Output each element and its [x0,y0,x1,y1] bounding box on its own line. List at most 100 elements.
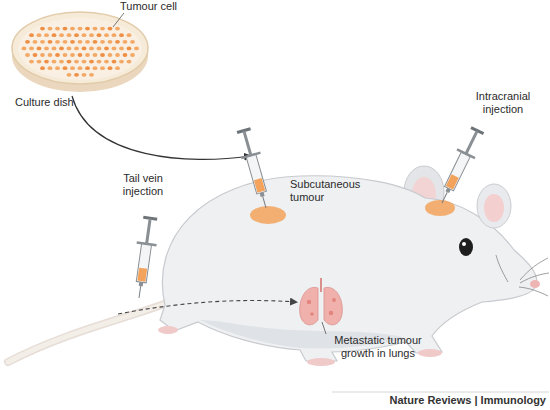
tumour-cell [112,47,117,51]
tumour-cell [25,53,30,57]
tumour-cell [104,47,109,51]
ear-inner [484,194,504,222]
tumour-cell [59,47,64,51]
tumour-cell [85,40,90,44]
tumour-cell [78,53,83,57]
subcutaneous-tumour [250,206,286,224]
tumour-cell [108,27,113,31]
callout-label: Metastatic tumour growth in lungs [318,334,438,360]
tumour-cell [70,66,75,70]
tumour-cell [40,66,45,70]
mouse-tail [8,300,175,362]
tumour-cell [44,33,49,37]
tumour-cell [52,33,57,37]
tumour-cell [85,53,90,57]
tumour-cell [59,60,64,64]
tumour-cell [67,60,72,64]
tumour-cell [115,27,120,31]
dish-rim [12,12,148,84]
tumour-cell [67,47,72,51]
tumour-cell [97,47,102,51]
tumour-cell [93,27,98,31]
tumour-cell [130,53,135,57]
tumour-cell [44,60,49,64]
tumour-cell [63,40,68,44]
tumour-cell [74,33,79,37]
tumour-cell [89,47,94,51]
tumour-cell [33,53,38,57]
tumour-cell [108,53,113,57]
watermark: Nature Reviews | Immunology [330,394,546,407]
tumour-cell [67,73,72,77]
tumour-cell [48,53,53,57]
tumour-cell [48,40,53,44]
tumour-cell [52,60,57,64]
tumour-cell [48,66,53,70]
dish-floor [18,18,142,80]
syringe [433,125,487,207]
tumour-cell [33,40,38,44]
rule-line [332,392,549,393]
tumour-cell [112,33,117,37]
tumour-cell [29,33,34,37]
syringe [129,215,160,299]
brain-tumour [425,200,455,216]
tumour-cell [85,27,90,31]
tumour-cell [44,47,49,51]
tumour-cell [70,27,75,31]
mouse-ear [477,184,511,228]
tumour-cell [119,47,124,51]
tumour-cell [55,66,60,70]
tumour-cell [134,47,139,51]
tumour-cell [93,40,98,44]
tumour-cells [22,27,139,77]
tumour-cell [130,40,135,44]
tumour-cell [104,33,109,37]
tumour-cell [100,66,105,70]
tumour-cell [97,60,102,64]
eye-glint [462,242,466,246]
tumour-cell [59,33,64,37]
mouse-paw [158,326,178,334]
tumour-cell [37,33,42,37]
whiskers [496,255,549,296]
tumour-cell [108,40,113,44]
tumour-cell [78,66,83,70]
tumour-cell [74,60,79,64]
tumour-cell [82,47,87,51]
tumour-cell [63,27,68,31]
leader-line [322,322,326,334]
tumour-cell [78,27,83,31]
tumour-cell [70,53,75,57]
tumour-cell [82,33,87,37]
tumour-cell [82,60,87,64]
tumour-cell [127,47,132,51]
tumour-cell [112,60,117,64]
dissemination-path [118,301,296,315]
tumour-cell [29,60,34,64]
tumour-cell [78,40,83,44]
tumour-cell [123,53,128,57]
tumour-cell [100,53,105,57]
callout-label: Culture dish [15,96,105,109]
tumour-cell [115,53,120,57]
tumour-cell [40,53,45,57]
tumour-cell [89,33,94,37]
tumour-cell [85,66,90,70]
tumour-cell [108,66,113,70]
tumour-cell [37,60,42,64]
tumour-cell [82,73,87,77]
tumour-cell [25,40,30,44]
transfer-arrow [72,96,250,159]
callout-label: Subcutaneous tumour [290,178,372,204]
tumour-cell [48,27,53,31]
tumour-cell [67,33,72,37]
tumour-cell [89,73,94,77]
tumour-cell [89,60,94,64]
tumour-cell [100,27,105,31]
tumour-cell [100,40,105,44]
mouse-body [160,176,537,361]
mouse-paw [418,349,442,357]
tumour-cell [40,27,45,31]
